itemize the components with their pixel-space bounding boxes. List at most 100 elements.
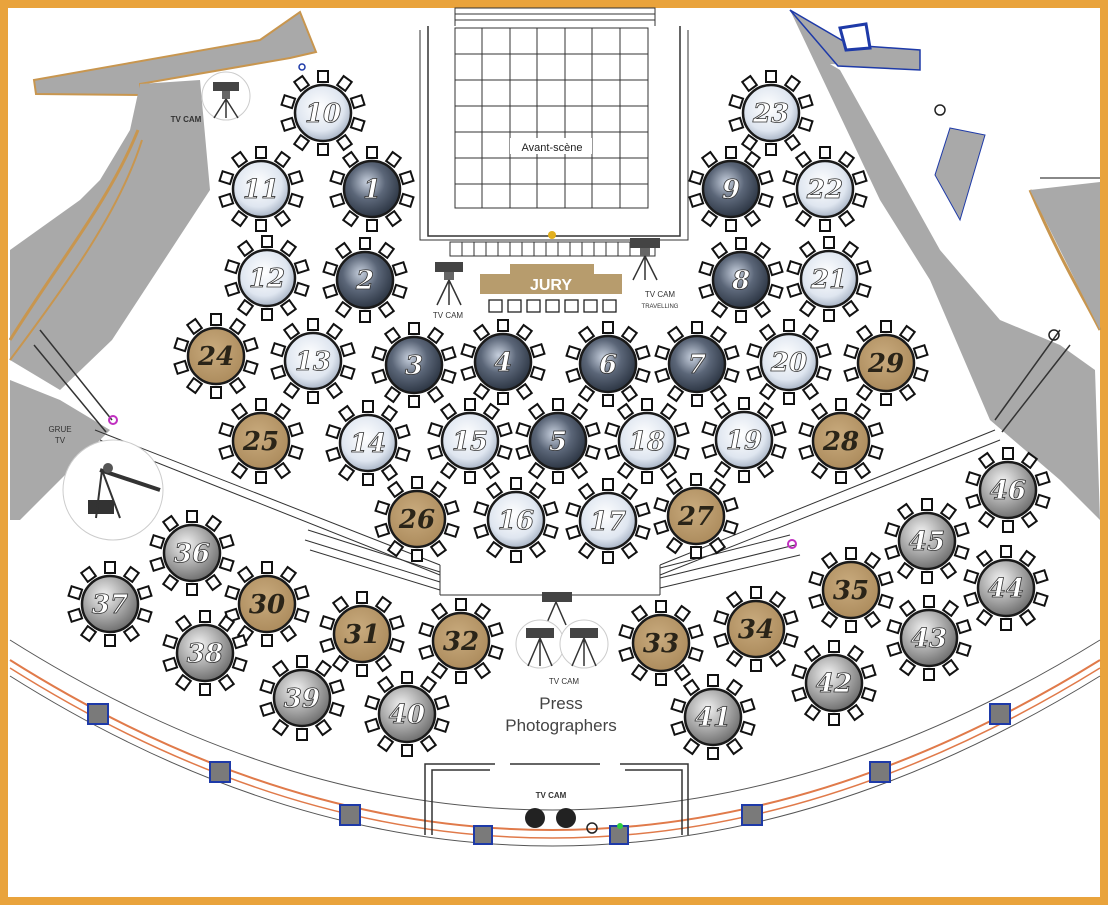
chair [472, 382, 491, 401]
table-number: 41 [695, 703, 731, 733]
chair [552, 398, 564, 411]
chair [604, 422, 621, 438]
chair [770, 443, 787, 459]
chair [963, 591, 980, 607]
chair [287, 192, 304, 208]
table-1: 1 [329, 146, 415, 232]
chair [713, 610, 730, 626]
chair [725, 737, 744, 756]
chair [542, 501, 559, 517]
chair [746, 365, 763, 381]
chair [314, 659, 333, 678]
chair [377, 241, 396, 260]
chair [783, 392, 795, 405]
chair [394, 446, 411, 462]
chair [364, 695, 381, 711]
chair [293, 585, 310, 601]
table-top [726, 599, 786, 659]
chair [186, 583, 198, 596]
crane-label: GRUE [48, 425, 71, 434]
table-top [283, 331, 343, 391]
chair [1020, 510, 1039, 529]
tv-cam-label: TV CAM [645, 290, 676, 299]
socket-icon [934, 104, 946, 116]
bottom-camera-2 [556, 808, 576, 828]
chair [794, 150, 813, 169]
chair [855, 324, 874, 343]
chair [401, 671, 413, 684]
camera-icon-press-left [515, 619, 565, 669]
chair [485, 540, 504, 559]
chair [231, 634, 248, 650]
chair [941, 599, 960, 618]
chair [698, 261, 715, 277]
chair [386, 539, 405, 558]
chair [877, 593, 894, 609]
chair [602, 478, 614, 491]
table-number: 14 [350, 429, 386, 459]
chair [753, 300, 772, 319]
chair [955, 641, 972, 657]
chair [743, 150, 762, 169]
chair [782, 632, 799, 648]
table-top [335, 250, 395, 310]
chair [174, 614, 193, 633]
table-top [683, 687, 743, 747]
chair [496, 444, 513, 460]
walls [8, 9, 1102, 520]
table-23: 23 [728, 70, 814, 156]
chair [337, 404, 356, 423]
chair [670, 720, 687, 736]
chair [758, 382, 777, 401]
chair [803, 644, 822, 663]
table-45: 45 [884, 498, 970, 584]
chair [386, 480, 405, 499]
chair [497, 392, 509, 405]
chair [739, 698, 756, 714]
table-number: 25 [242, 427, 279, 457]
chair [602, 551, 614, 564]
table-22: 22 [782, 146, 868, 232]
marker-top [298, 63, 306, 71]
chair [104, 634, 116, 647]
table-number: 27 [677, 502, 714, 532]
chair [616, 402, 635, 421]
table-26: 26 [374, 476, 460, 562]
chair [185, 376, 204, 395]
chair [707, 674, 719, 687]
chair [665, 477, 684, 496]
chair [552, 471, 564, 484]
chair [325, 322, 344, 341]
chair [218, 444, 235, 460]
chair [279, 298, 298, 317]
chair [577, 325, 596, 344]
chair [287, 422, 304, 438]
tv-cam-label: TV CAM [433, 311, 464, 320]
table-number: 42 [816, 669, 852, 699]
chair [735, 310, 747, 323]
chair [710, 300, 729, 319]
chair [801, 323, 820, 342]
chair [255, 471, 267, 484]
chair [230, 209, 249, 228]
chair [939, 502, 958, 521]
chair [577, 541, 596, 560]
chair [687, 624, 704, 640]
chair [287, 444, 304, 460]
chair [259, 679, 276, 695]
table-18: 18 [604, 398, 690, 484]
chair [280, 116, 297, 132]
chair [329, 170, 346, 186]
chair [529, 343, 546, 359]
table-number: 6 [599, 350, 617, 380]
table-27: 27 [653, 473, 739, 559]
jury-chairs [488, 299, 617, 313]
table-top [667, 334, 727, 394]
chair [337, 463, 356, 482]
chair [707, 747, 719, 760]
chair [634, 345, 651, 361]
chair [620, 482, 639, 501]
table-top [976, 558, 1036, 618]
chair [921, 498, 933, 511]
chair [279, 239, 298, 258]
